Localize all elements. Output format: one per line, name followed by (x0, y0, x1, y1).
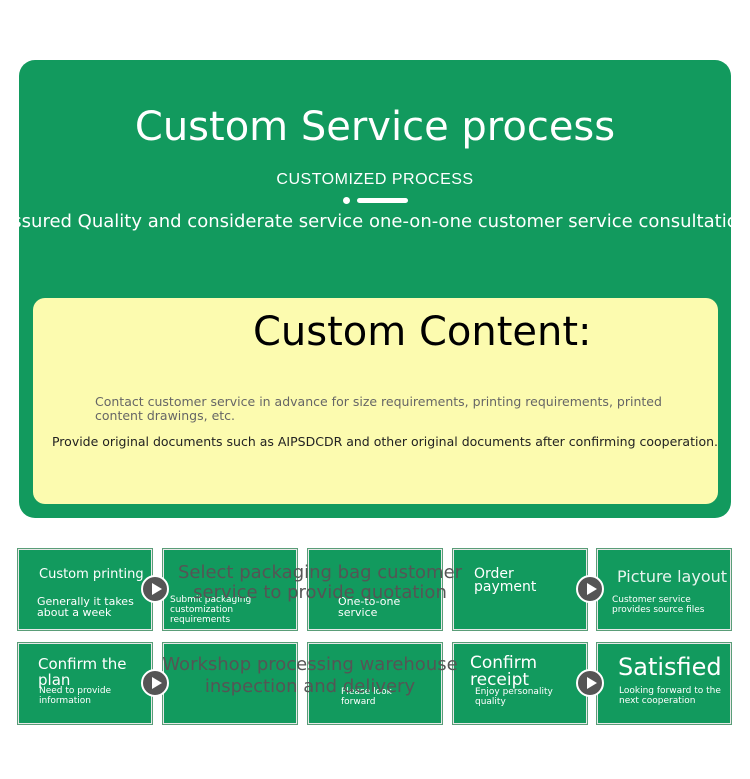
content-line-2: Provide original documents such as AIPSD… (51, 434, 719, 449)
step-card-order-payment[interactable]: Order payment (452, 548, 588, 631)
step-card-picture-layout[interactable]: Picture layout Customer service provides… (596, 548, 732, 631)
divider-dot (343, 197, 350, 204)
content-line-1: Contact customer service in advance for … (95, 394, 662, 423)
step-desc: Please look forward (341, 687, 392, 707)
page-title: Custom Service process (134, 104, 616, 150)
tagline: ssured Quality and considerate service o… (12, 211, 738, 232)
overlay-quotation: Select packaging bag customer service to… (177, 562, 463, 603)
content-box (33, 298, 718, 504)
step-title: Custom printing (39, 567, 144, 582)
page-subtitle: CUSTOMIZED PROCESS (276, 171, 474, 188)
play-icon (141, 575, 169, 603)
step-title: Order payment (474, 566, 537, 595)
step-card-service[interactable]: One-to-one service (307, 548, 443, 631)
play-icon (141, 669, 169, 697)
step-title: Satisfied (618, 653, 722, 681)
step-card-workshop[interactable] (162, 642, 298, 725)
step-desc: Enjoy personality quality (475, 687, 553, 707)
step-card-satisfied[interactable]: Satisfied Looking forward to the next co… (596, 642, 732, 725)
play-icon (576, 669, 604, 697)
play-icon (576, 575, 604, 603)
step-card-confirm-receipt[interactable]: Confirm receipt Enjoy personality qualit… (452, 642, 588, 725)
step-title: Picture layout (617, 567, 728, 586)
step-card-confirm-plan[interactable]: Confirm the plan Need to provide informa… (17, 642, 153, 725)
step-desc: Looking forward to the next cooperation (619, 686, 721, 706)
step-desc: Need to provide information (39, 686, 112, 706)
step-desc: Submit packaging customization requireme… (170, 595, 252, 625)
step-desc: One-to-one service (338, 595, 401, 619)
step-desc: Generally it takes about a week (37, 595, 134, 619)
step-title: Confirm receipt (470, 653, 538, 690)
divider-bar (357, 198, 408, 203)
overlay-workshop: Workshop processing warehouse inspection… (162, 654, 458, 697)
step-card-delivery[interactable]: Please look forward (307, 642, 443, 725)
step-title: Confirm the plan (38, 655, 127, 689)
content-title: Custom Content: (253, 309, 592, 355)
step-card-custom-printing[interactable]: Custom printing Generally it takes about… (17, 548, 153, 631)
step-desc: Customer service provides source files (612, 595, 705, 615)
